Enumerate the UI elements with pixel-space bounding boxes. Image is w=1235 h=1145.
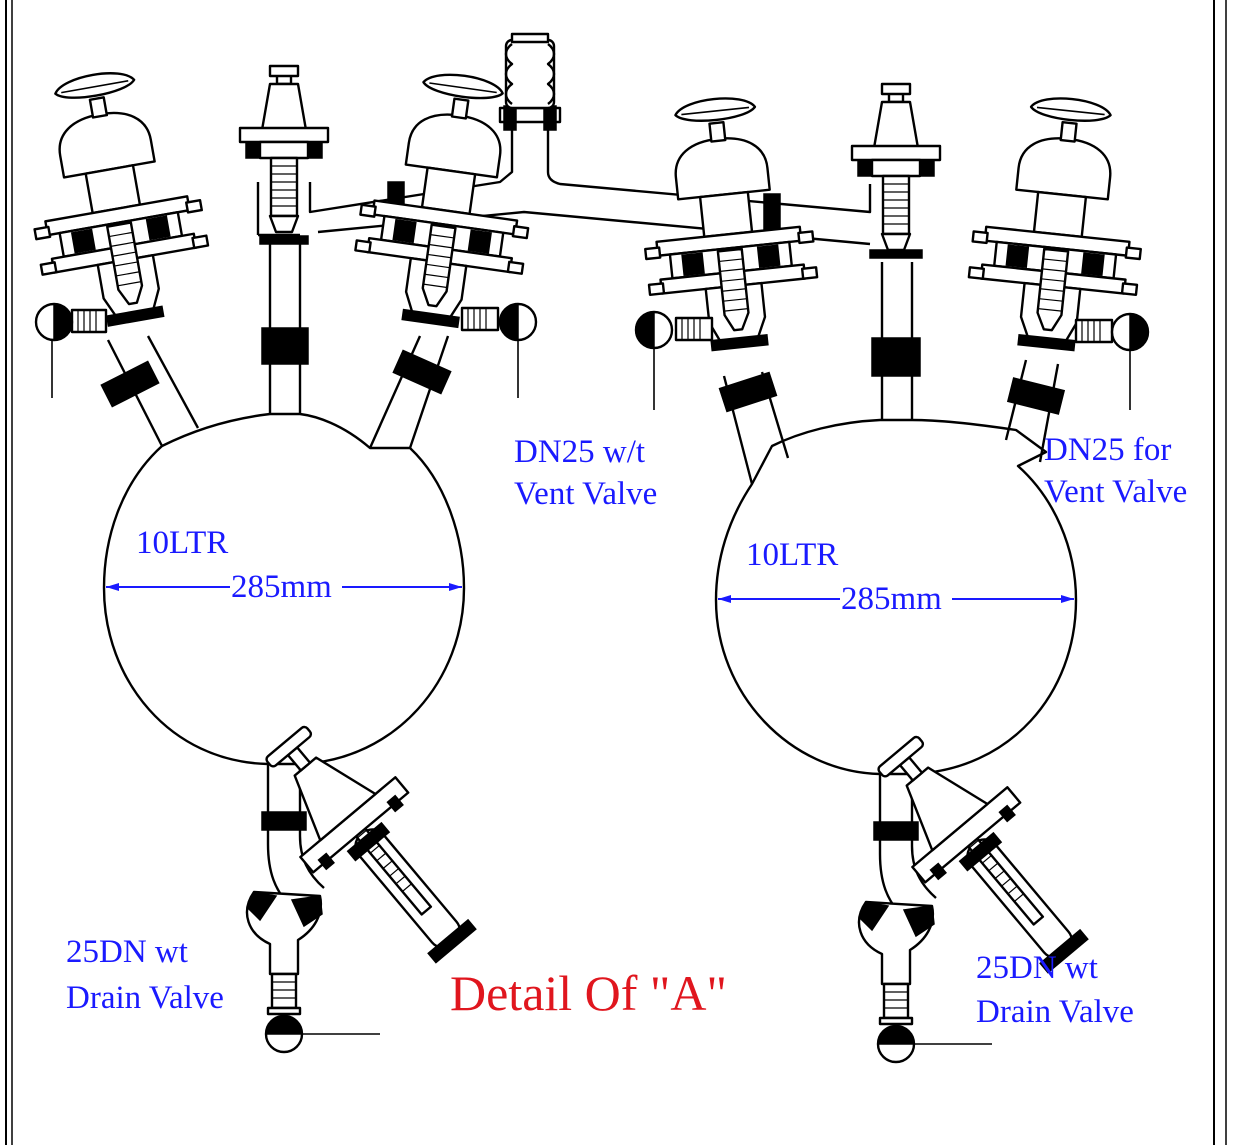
left-drain-label-line2: Drain Valve <box>66 980 224 1016</box>
right-gauge-unit <box>850 82 942 252</box>
left-neck-clamp-1 <box>100 360 160 408</box>
right-vent-label-line1: DN25 for <box>1044 432 1171 468</box>
right-drain-label-line2: Drain Valve <box>976 994 1134 1030</box>
right-diameter-label: 285mm <box>841 581 942 617</box>
right-assembly <box>629 82 1157 1064</box>
right-drain-label-line1: 25DN wt <box>976 950 1098 986</box>
left-gauge-unit <box>238 64 330 234</box>
top-manifold <box>256 32 872 246</box>
left-vent-label-line1: DN25 w/t <box>514 434 645 470</box>
right-side-handle-inner <box>634 310 714 410</box>
detail-title: Detail Of "A" <box>450 965 727 1021</box>
left-side-handle-outer <box>34 302 108 398</box>
right-volume-label: 10LTR <box>746 537 838 573</box>
right-center-neck-clamp <box>871 337 921 377</box>
right-vent-label-line2: Vent Valve <box>1044 474 1187 510</box>
left-diameter-label: 285mm <box>231 569 332 605</box>
left-outer-vent-valve <box>8 59 220 337</box>
right-side-handle-outer <box>1074 312 1150 410</box>
left-volume-label: 10LTR <box>136 525 228 561</box>
left-assembly <box>8 59 550 1054</box>
left-side-handle-inner <box>460 302 538 398</box>
left-vent-label-line2: Vent Valve <box>514 476 657 512</box>
left-drain-label-line1: 25DN wt <box>66 934 188 970</box>
